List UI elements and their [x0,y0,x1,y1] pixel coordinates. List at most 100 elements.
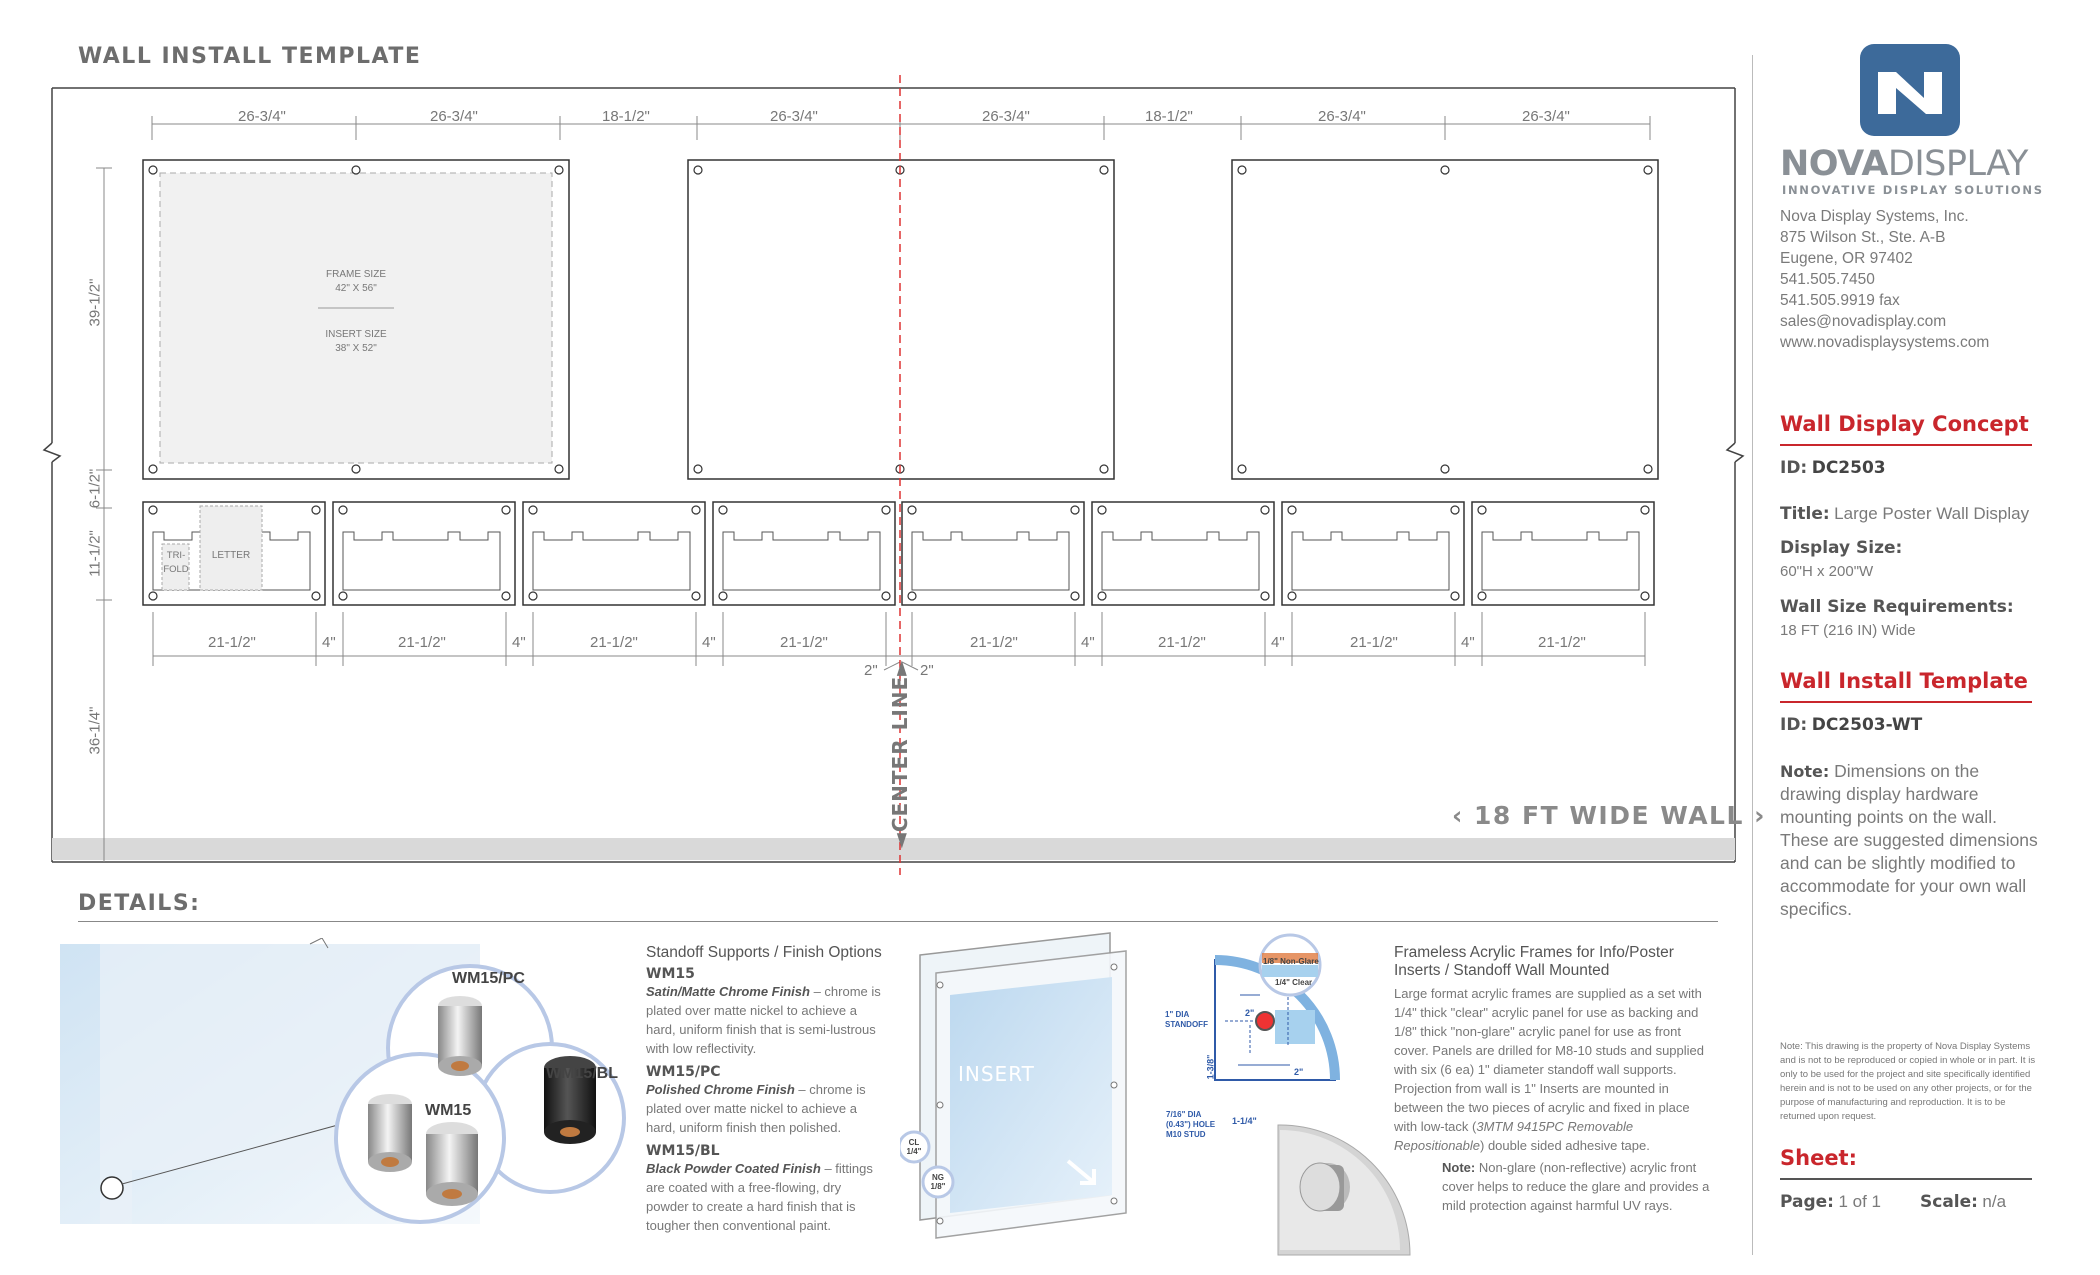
insert-size-label: INSERT SIZE 38" X 52" [296,328,416,356]
standoff-dia-2: STANDOFF [1165,1020,1208,1029]
template-rule [1780,701,2032,703]
dim-2-top: 2" [1245,1008,1255,1018]
top-dim-1: 26-3/4" [238,108,286,125]
frame-size-label: FRAME SIZE 42" X 56" [296,268,416,296]
wall-drawing [42,75,1745,875]
bottom-dim-4: 4" [512,634,526,651]
vert-dim-3: 11-1/2" [86,530,104,577]
standoff-options: Standoff Supports / Finish Options WM15 … [646,944,886,1235]
top-dim-6: 18-1/2" [1145,108,1193,125]
label-wm15: WM15 [425,1102,472,1119]
bottom-dim-7: 21-1/2" [780,634,828,651]
frameless-description: Frameless Acrylic Frames for Info/Poster… [1394,944,1716,1155]
brand-name-light: DISPLAY [1887,144,2029,184]
frameless-note-label: Note: [1442,1160,1476,1175]
bottom-dim-1: 21-1/2" [208,634,256,651]
sheet-scale-label: Scale: [1920,1192,1978,1212]
callout-clear: 1/4" Clear [1275,978,1313,987]
sheet-page-label: Page: [1780,1192,1834,1212]
vert-dim-2: 6-1/2" [86,468,104,509]
standoff-heading: Standoff Supports / Finish Options [646,944,882,961]
hole-line-2: (0.43") HOLE [1166,1120,1216,1129]
ng-label: NG [932,1173,944,1182]
top-dim-3: 18-1/2" [602,108,650,125]
vert-dim-4: 36-1/4" [86,706,104,755]
wall-width-label: ‹ 18 FT WIDE WALL › [1452,801,1766,830]
contact-block: Nova Display Systems, Inc. 875 Wilson St… [1780,206,1989,353]
brand-tagline: INNOVATIVE DISPLAY SOLUTIONS [1782,183,2044,197]
center-gap-right: 2" [920,662,934,679]
wm15bl-desc: Black Powder Coated Finish – fittings ar… [646,1159,886,1235]
cl-badge: CL 1/4" [904,1138,924,1156]
sheet-rule [1780,1178,2032,1180]
wm15-desc: Satin/Matte Chrome Finish – chrome is pl… [646,982,886,1058]
hole-label: 7/16" DIA (0.43") HOLE M10 STUD [1166,1110,1215,1140]
contact-fax: 541.505.9919 fax [1780,292,1900,309]
concept-wall-label: Wall Size Requirements: [1780,597,2014,617]
ng-size: 1/8" [930,1182,946,1191]
wall-width-text: 18 FT WIDE WALL [1474,801,1744,830]
label-wm15bl: WM15/BL [546,1065,618,1082]
concept-heading: Wall Display Concept [1780,412,2029,436]
frameless-body-2: ) double sided adhesive tape. [1480,1138,1650,1153]
template-note-label: Note: [1780,762,1830,781]
concept-id: ID: DC2503 [1780,458,1886,478]
frame-size-value: 42" X 56" [335,283,377,294]
wm15bl-code: WM15/BL [646,1143,720,1159]
sidebar-divider [1752,55,1753,1255]
sheet-page-value: 1 of 1 [1838,1192,1881,1211]
frameless-note: Note: Non-glare (non-reflective) acrylic… [1442,1158,1717,1215]
concept-size-label: Display Size: [1780,538,1903,558]
concept-title-value: Large Poster Wall Display [1834,504,2030,523]
frameless-body-1: Large format acrylic frames are supplied… [1394,986,1705,1134]
bottom-dim-10: 21-1/2" [1158,634,1206,651]
bottom-dim-13: 4" [1461,634,1475,651]
brand-name-bold: NOVA [1780,144,1888,184]
legal-notice: Note: This drawing is the property of No… [1780,1041,2036,1122]
template-heading: Wall Install Template [1780,669,2028,693]
trifold-line-2: FOLD [163,564,189,575]
wm15bl-name: Black Powder Coated Finish [646,1161,821,1176]
letter-label: LETTER [211,550,251,561]
acrylic-frame-illustration [900,932,1411,1256]
top-dim-4: 26-3/4" [770,108,818,125]
contact-phone: 541.505.7450 [1780,271,1875,288]
hole-line-3: M10 STUD [1166,1130,1206,1139]
sheet-scale: Scale: n/a [1920,1192,2006,1212]
cl-label: CL [908,1138,920,1147]
template-id-label: ID: [1780,715,1808,735]
vert-dim-1: 39-1/2" [86,278,104,327]
contact-website[interactable]: www.novadisplaysystems.com [1780,334,1990,351]
contact-city: Eugene, OR 97402 [1780,250,1913,267]
wm15pc-text: – chrome is plated over matte nickel to … [646,1082,866,1135]
bottom-dim-6: 4" [702,634,716,651]
bottom-dim-14: 21-1/2" [1538,634,1586,651]
sheet-page: Page: 1 of 1 [1780,1192,1881,1212]
details-rule [78,921,1718,922]
sheet-heading: Sheet: [1780,1146,1857,1170]
insert-size-value: 38" X 52" [335,343,377,354]
contact-email[interactable]: sales@novadisplay.com [1780,313,1947,330]
center-line-text: CENTER LINE [888,675,912,833]
wm15-name: Satin/Matte Chrome Finish [646,984,810,999]
frameless-heading: Frameless Acrylic Frames for Info/Poster… [1394,944,1674,979]
frameless-body: Large format acrylic frames are supplied… [1394,984,1716,1155]
trifold-label: TRI- FOLD [163,549,189,577]
label-wm15pc: WM15/PC [452,970,525,987]
template-id-value: DC2503-WT [1811,715,1923,735]
bottom-dim-9: 4" [1081,634,1095,651]
wm15-text: – chrome is plated over matte nickel to … [646,984,881,1056]
concept-rule [1780,444,2032,446]
bottom-dim-2: 4" [322,634,336,651]
nova-logo-icon [1860,44,1960,136]
wm15pc-desc: Polished Chrome Finish – chrome is plate… [646,1080,886,1137]
bottom-dim-3: 21-1/2" [398,634,446,651]
ng-badge: NG 1/8" [928,1173,948,1191]
standoff-illustration [60,938,626,1224]
center-gap-left: 2" [864,662,878,679]
standoff-dia-1: 1" DIA [1165,1010,1190,1019]
concept-title-label: Title: [1780,504,1830,524]
wm15bl-text: – fittings are coated with a free-flowin… [646,1161,873,1233]
insert-label: INSERT [958,1062,1035,1086]
bottom-dim-8: 21-1/2" [970,634,1018,651]
